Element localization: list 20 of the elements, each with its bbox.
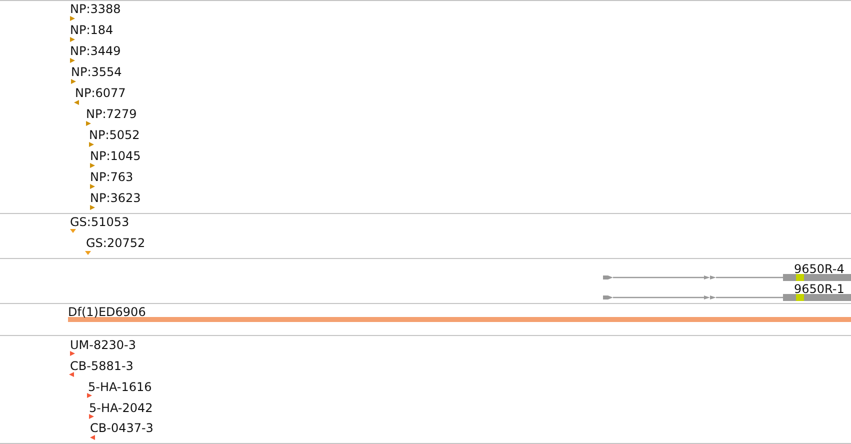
feature-label: NP:3623 bbox=[90, 191, 141, 205]
feature-label: GS:51053 bbox=[70, 215, 130, 229]
feature-label: UM-8230-3 bbox=[70, 338, 136, 352]
feature-label: NP:184 bbox=[70, 23, 114, 37]
feature-label: 9650R-1 bbox=[794, 282, 844, 296]
feature-label: NP:763 bbox=[90, 170, 134, 184]
feature-label: NP:7279 bbox=[86, 107, 137, 121]
feature-label: GS:20752 bbox=[86, 236, 146, 250]
feature-label: NP:5052 bbox=[89, 128, 140, 142]
feature-label: NP:6077 bbox=[75, 86, 126, 100]
feature-label: NP:3388 bbox=[70, 2, 121, 16]
feature-label: 5-HA-2042 bbox=[89, 401, 153, 415]
feature-label: CB-5881-3 bbox=[70, 359, 134, 373]
feature-label: NP:3554 bbox=[71, 65, 122, 79]
feature-label: NP:3449 bbox=[70, 44, 121, 58]
feature-label: 5-HA-1616 bbox=[88, 380, 152, 394]
feature-label: NP:1045 bbox=[90, 149, 141, 163]
feature-label: CB-0437-3 bbox=[90, 421, 154, 435]
feature-label: Df(1)ED6906 bbox=[68, 305, 146, 319]
feature-label: 9650R-4 bbox=[794, 262, 844, 276]
